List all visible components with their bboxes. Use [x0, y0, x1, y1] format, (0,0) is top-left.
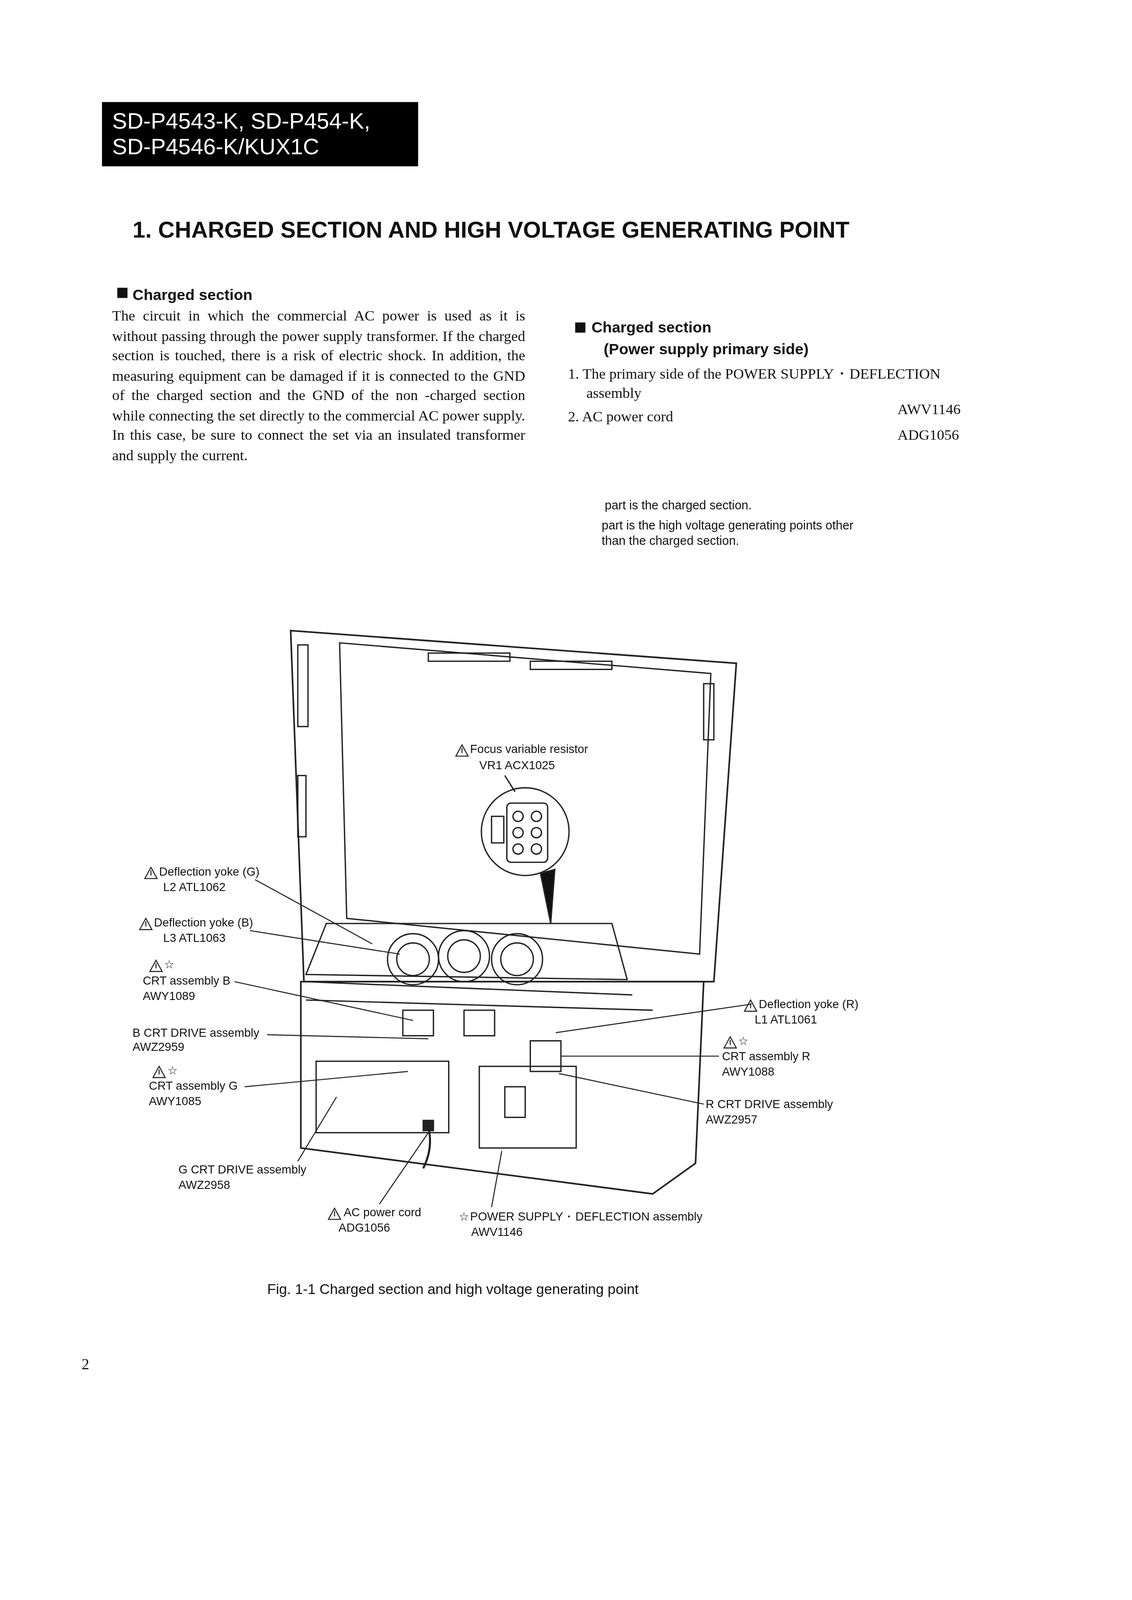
- front-bar: [303, 981, 633, 995]
- part-number: ADG1056: [338, 1220, 391, 1235]
- part-number: AWY1088: [721, 1064, 775, 1080]
- part-number: AWV1146: [897, 400, 961, 419]
- note: part is the high voltage generating poin…: [601, 518, 868, 549]
- part-number: L3 ATL1063: [163, 931, 226, 946]
- part-name: CRT assembly R: [721, 1049, 811, 1064]
- screen-frame: [290, 630, 737, 982]
- caution-mark: [145, 920, 147, 927]
- figure-caption: Fig. 1-1 Charged section and high voltag…: [266, 1280, 639, 1298]
- part-number: L2 ATL1062: [163, 880, 226, 895]
- caution-mark: [334, 1210, 335, 1216]
- caution-mark: [150, 870, 152, 876]
- subheading: Charged section: [132, 285, 253, 305]
- base-cabinet: [300, 981, 704, 1194]
- list-item: 1. The primary side of the POWER SUPPLY・…: [568, 363, 964, 403]
- detail-pointer: [540, 868, 555, 924]
- part-name: Deflection yoke (B): [153, 915, 253, 930]
- part-name: B CRT DRIVE assembly: [132, 1026, 260, 1041]
- screen-opening: [339, 642, 711, 954]
- part-number: AWZ2958: [178, 1178, 231, 1193]
- part-number: VR1 ACX1025: [479, 759, 555, 774]
- frame-bracket: [530, 660, 612, 669]
- frame-bracket: [297, 644, 308, 727]
- part-number: AWZ2959: [132, 1040, 185, 1055]
- note: part is the charged section.: [604, 497, 752, 513]
- crt-lens: [438, 930, 490, 982]
- focus-vr: [507, 802, 548, 862]
- subheading: Charged section: [591, 318, 712, 337]
- caution-triangle: [724, 1036, 737, 1048]
- caution-mark: [155, 962, 157, 968]
- part-name: AC power cord: [343, 1205, 422, 1220]
- bullet-square: [574, 322, 586, 333]
- body-text: The circuit in which the commercial AC p…: [112, 305, 526, 465]
- vr-knob: [513, 843, 524, 854]
- vr-knob: [531, 827, 542, 838]
- caution-mark: [729, 1039, 731, 1045]
- part-number: ADG1056: [897, 426, 959, 445]
- caution-triangle: [455, 744, 469, 756]
- subheading: (Power supply primary side): [603, 339, 809, 358]
- model-number: SD-P4543-K, SD-P454-K, SD-P4546-K/KUX1C: [112, 108, 408, 160]
- transformer: [504, 1086, 526, 1118]
- star-mark: ☆: [164, 957, 176, 972]
- part-number: AWY1085: [149, 1094, 202, 1109]
- vr-knob: [513, 827, 524, 838]
- leader-lines: [234, 879, 752, 1207]
- caution-mark: [461, 747, 463, 753]
- header-band: SD-P4543-K, SD-P454-K, SD-P4546-K/KUX1C: [102, 102, 419, 166]
- star-mark: ☆: [167, 1063, 179, 1078]
- crt-socket: [463, 1009, 495, 1036]
- caution-triangle: [144, 867, 158, 879]
- crt-lens: [447, 939, 481, 972]
- part-number: AWZ2957: [705, 1112, 758, 1127]
- caution-triangle: [152, 1065, 166, 1077]
- part-number: AWV1146: [471, 1225, 523, 1240]
- part-name: CRT assembly G: [149, 1079, 238, 1094]
- vr-knob: [513, 810, 524, 822]
- part-name: R CRT DRIVE assembly: [705, 1097, 833, 1112]
- vr-knob: [531, 843, 542, 854]
- vr-knob: [531, 810, 542, 822]
- part-name: Deflection yoke (R): [758, 997, 859, 1012]
- part-name: Focus variable resistor: [470, 742, 589, 757]
- ac-cord: [423, 1127, 431, 1169]
- caution-triangle: [139, 917, 153, 930]
- crt-lens: [491, 933, 543, 985]
- caution-triangle: [149, 959, 163, 971]
- caution-triangle: [328, 1207, 341, 1219]
- power-supply-board: [479, 1065, 577, 1148]
- part-number: L1 ATL1061: [754, 1012, 818, 1027]
- part-name: CRT assembly B: [142, 973, 231, 989]
- page-number: 2: [81, 1354, 90, 1373]
- part-number: AWY1089: [142, 989, 196, 1004]
- part-name: G CRT DRIVE assembly: [178, 1162, 307, 1177]
- frame-bracket: [703, 683, 714, 740]
- crt-lens: [387, 933, 439, 985]
- list-item: 2. AC power cord: [568, 407, 674, 426]
- vr-terminal: [491, 815, 505, 843]
- caution-triangle: [744, 999, 757, 1011]
- detail-circle: [481, 787, 569, 875]
- crt-shelf: [305, 923, 628, 980]
- section-title: 1. CHARGED SECTION AND HIGH VOLTAGE GENE…: [132, 216, 850, 244]
- frame-bracket: [428, 652, 511, 661]
- part-name: Deflection yoke (G): [158, 865, 260, 880]
- leader-line: [504, 775, 516, 792]
- bullet-square: [117, 287, 128, 298]
- star-mark: ☆: [738, 1034, 750, 1049]
- crt-lens: [396, 942, 430, 975]
- b-crt-drive-board: [402, 1009, 434, 1036]
- cord-clamp: [423, 1120, 434, 1131]
- caution-symbols: [139, 744, 757, 1219]
- crt-lens: [500, 942, 534, 975]
- frame-bracket: [297, 775, 306, 837]
- part-name: ☆POWER SUPPLY・DEFLECTION assembly: [458, 1209, 703, 1224]
- caution-mark: [158, 1068, 160, 1074]
- caution-mark: [750, 1002, 751, 1008]
